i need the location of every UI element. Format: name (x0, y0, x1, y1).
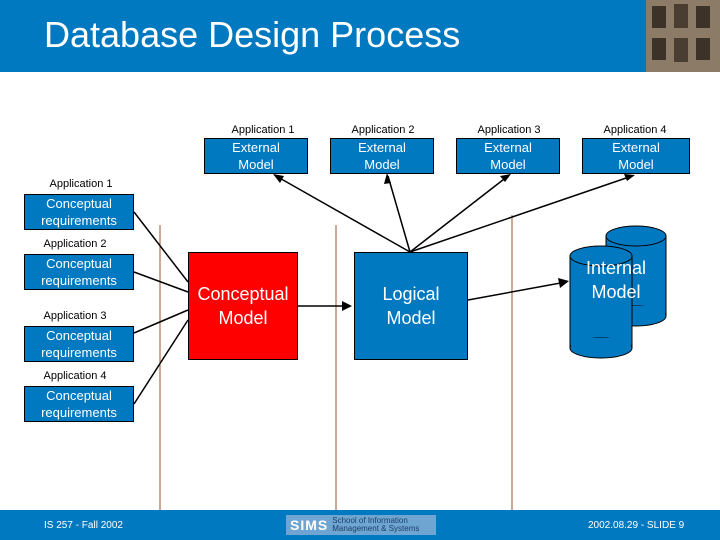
footer-course: IS 257 - Fall 2002 (44, 520, 123, 531)
internal-model-label: Internal Model (585, 258, 647, 302)
internal-model-front-cylinder (569, 245, 633, 359)
footer-slide: 2002.08.29 - SLIDE 9 (588, 520, 685, 531)
sims-logo-sub: School of Information Management & Syste… (332, 516, 420, 533)
arrow-to-external-2 (387, 175, 411, 253)
page-title: Database Design Process (44, 14, 461, 55)
requirements-box-2: Conceptual requirements (24, 254, 134, 290)
connector-line (133, 319, 189, 405)
external-app-label-3: Application 3 (477, 124, 541, 136)
requirements-app-label-1: Application 1 (49, 178, 113, 190)
building-photo (646, 0, 720, 72)
connector-line (133, 271, 189, 293)
arrow-to-external-1 (275, 175, 411, 253)
title-bar (0, 0, 720, 72)
connector-line (133, 211, 189, 283)
external-app-label-2: Application 2 (351, 124, 415, 136)
conceptual-model-box: Conceptual Model (188, 252, 298, 360)
requirements-box-1: Conceptual requirements (24, 194, 134, 230)
requirements-app-label-3: Application 3 (43, 310, 107, 322)
external-model-box-2: External Model (330, 138, 434, 174)
arrow-to-external-3 (409, 175, 509, 253)
arrow-to-external-4 (409, 175, 633, 253)
sims-logo: SIMS School of Information Management & … (286, 515, 436, 535)
external-model-box-1: External Model (204, 138, 308, 174)
external-model-box-3: External Model (456, 138, 560, 174)
external-app-label-1: Application 1 (231, 124, 295, 136)
arrow-logical-internal (467, 281, 567, 301)
external-model-box-4: External Model (582, 138, 690, 174)
logical-model-box: Logical Model (354, 252, 468, 360)
external-app-label-4: Application 4 (603, 124, 667, 136)
sims-logo-main: SIMS (290, 517, 329, 533)
requirements-box-3: Conceptual requirements (24, 326, 134, 362)
requirements-app-label-2: Application 2 (43, 238, 107, 250)
connector-line (133, 309, 189, 334)
requirements-box-4: Conceptual requirements (24, 386, 134, 422)
requirements-app-label-4: Application 4 (43, 370, 107, 382)
